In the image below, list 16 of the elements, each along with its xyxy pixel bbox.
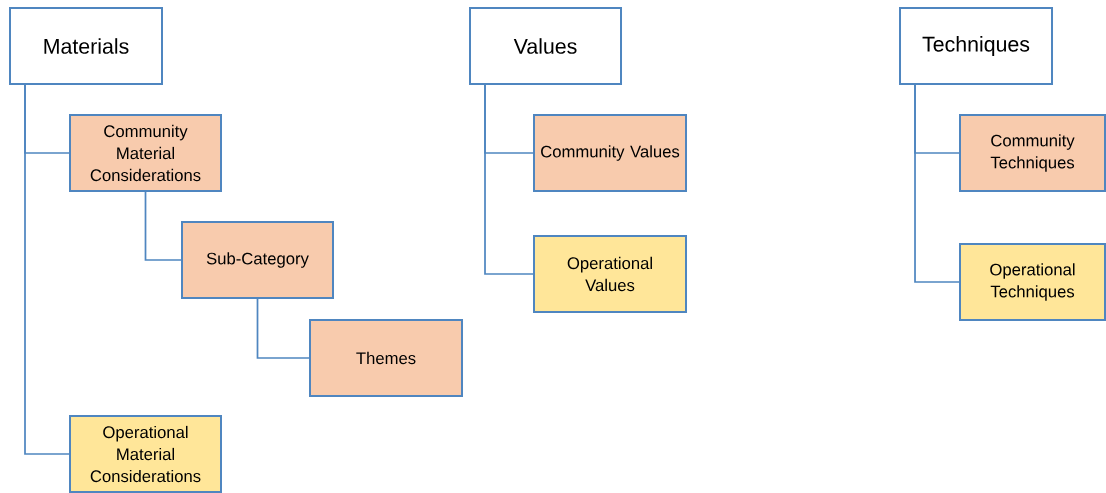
subcategory-box: Community Material Considerations: [69, 114, 222, 192]
subcategory-box: Operational Values: [533, 235, 687, 313]
subcategory-box: Themes: [309, 319, 463, 397]
connector: [484, 84, 534, 275]
connector: [144, 191, 182, 261]
connector: [914, 84, 960, 283]
subcategory-box: Community Values: [533, 114, 687, 192]
subcategory-box: Community Techniques: [959, 114, 1106, 192]
connector: [256, 298, 310, 359]
category-box: Techniques: [899, 7, 1053, 85]
connector: [24, 84, 70, 455]
category-box: Materials: [9, 7, 163, 85]
category-box: Values: [469, 7, 622, 85]
subcategory-box: Operational Material Considerations: [69, 415, 222, 493]
subcategory-box: Operational Techniques: [959, 243, 1106, 321]
subcategory-box: Sub-Category: [181, 221, 334, 299]
